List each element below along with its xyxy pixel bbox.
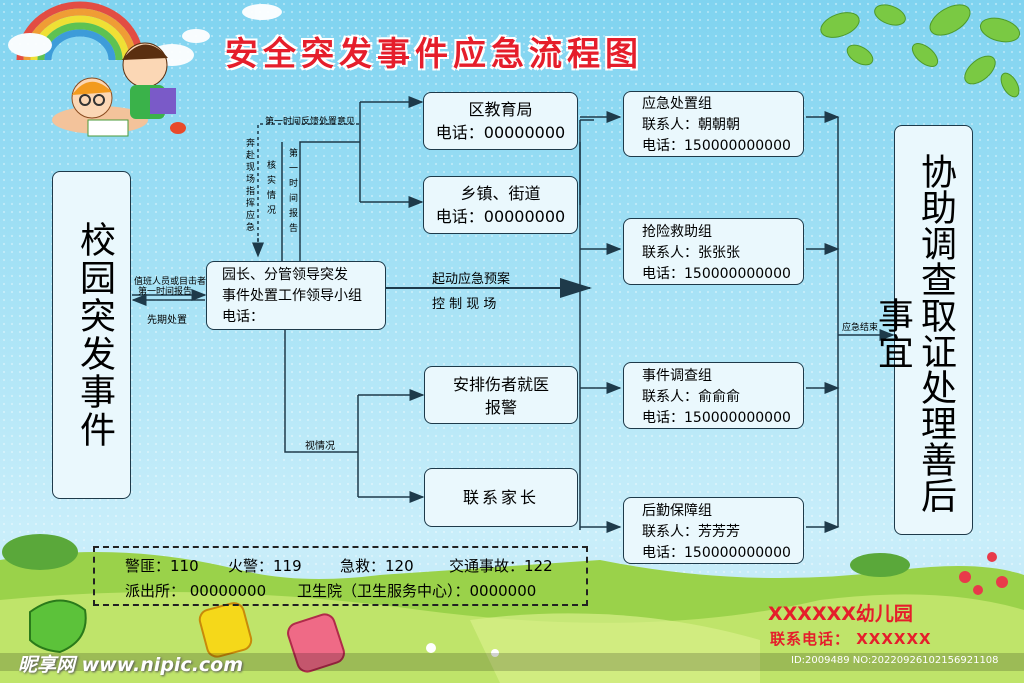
group-name: 事件调查组 [642, 368, 712, 384]
group-box-emergency: 应急处置组 联系人：朝朝朝 电话：150000000000 [623, 91, 804, 157]
label-first-aid: 先期处置 [147, 315, 187, 326]
group-box-logistics: 后勤保障组 联系人：芳芳芳 电话：150000000000 [623, 497, 804, 564]
label-rush: 奔赴现场指挥应急 [244, 138, 254, 234]
fire-number: 火警：119 [228, 557, 302, 575]
group-phone: 电话：150000000000 [642, 545, 791, 561]
label-depending: 视情况 [305, 441, 335, 452]
leadership-phone: 电话： [222, 309, 264, 325]
label-feedback: 第一时间反馈处置意见 [265, 117, 356, 127]
label-start-plan: 起动应急预案 [432, 272, 511, 287]
clinic-number: 卫生院（卫生服务中心）：0000000 [297, 582, 537, 600]
group-contact: 联系人：张张张 [642, 245, 740, 261]
group-phone: 电话：150000000000 [642, 266, 791, 282]
group-contact: 联系人：俞俞俞 [642, 389, 740, 405]
leadership-group-box: 园长、分管领导突发 事件处置工作领导小组 电话： [206, 261, 386, 330]
injured-line-1: 安排伤者就医 [452, 375, 549, 394]
watermark-strip [0, 653, 1024, 671]
group-box-investigation: 事件调查组 联系人：俞俞俞 电话：150000000000 [623, 362, 804, 429]
label-first-report: 第一时间报告 [287, 148, 297, 238]
town-phone: 电话：00000000 [435, 207, 566, 226]
emergency-numbers-box: 警匪：110 火警：119 急救：120 交通事故：122 派出所： 00000… [93, 546, 588, 606]
injured-line-2: 报警 [484, 398, 517, 417]
police-station-number: 派出所： 00000000 [125, 582, 267, 600]
label-duty-report-1: 值班人员或目击者 [134, 277, 207, 287]
edu-bureau-box: 区教育局 电话：00000000 [423, 92, 578, 150]
campus-incident-label: 校园突发事件 [74, 221, 115, 449]
edu-bureau-phone: 电话：00000000 [435, 123, 566, 142]
town-name: 乡镇、街道 [460, 184, 541, 203]
flowers-icon [426, 552, 1008, 657]
contact-parents-label: 联系家长 [462, 488, 539, 507]
image-id: ID:2009489 NO:20220926102156921108 [791, 655, 999, 666]
police-number: 警匪：110 [125, 557, 199, 575]
group-box-rescue: 抢险救助组 联系人：张张张 电话：150000000000 [623, 218, 804, 285]
leaves-icon [820, 4, 1021, 98]
traffic-number: 交通事故：122 [449, 557, 553, 575]
leadership-line-1: 园长、分管领导突发 [222, 267, 348, 283]
leadership-line-2: 事件处置工作领导小组 [222, 288, 362, 304]
aftermath-box: 协助调查取证处理善后事宜 [871, 125, 973, 535]
contact-parents-box: 联系家长 [424, 468, 578, 527]
kids-reading-icon [52, 42, 186, 137]
aftermath-label: 协助调查取证处理善后事宜 [871, 152, 956, 513]
edu-bureau-name: 区教育局 [468, 100, 533, 119]
watermark: 昵享网 www.nipic.com [18, 654, 244, 676]
campus-incident-box: 校园突发事件 [52, 171, 131, 499]
injured-box: 安排伤者就医 报警 [424, 366, 578, 424]
group-contact: 联系人：朝朝朝 [642, 117, 740, 133]
label-emergency-end: 应急结束 [842, 323, 879, 333]
label-control-scene: 控 制 现 场 [432, 297, 497, 312]
group-name: 抢险救助组 [642, 224, 712, 240]
group-name: 应急处置组 [642, 96, 712, 112]
group-contact: 联系人：芳芳芳 [642, 524, 740, 540]
kindergarten-name: XXXXXX幼儿园 [768, 603, 913, 625]
kindergarten-phone: 联系电话： XXXXXX [770, 630, 932, 648]
group-name: 后勤保障组 [642, 503, 712, 519]
group-phone: 电话：150000000000 [642, 138, 791, 154]
letter-blocks-icon [29, 599, 345, 673]
page-title: 安全突发事件应急流程图 [225, 34, 643, 73]
group-phone: 电话：150000000000 [642, 410, 791, 426]
label-duty-report-2: 第一时间报告 [138, 287, 193, 297]
town-box: 乡镇、街道 电话：00000000 [423, 176, 578, 234]
label-verify: 核实情况 [265, 160, 275, 220]
ambulance-number: 急救：120 [340, 557, 414, 575]
